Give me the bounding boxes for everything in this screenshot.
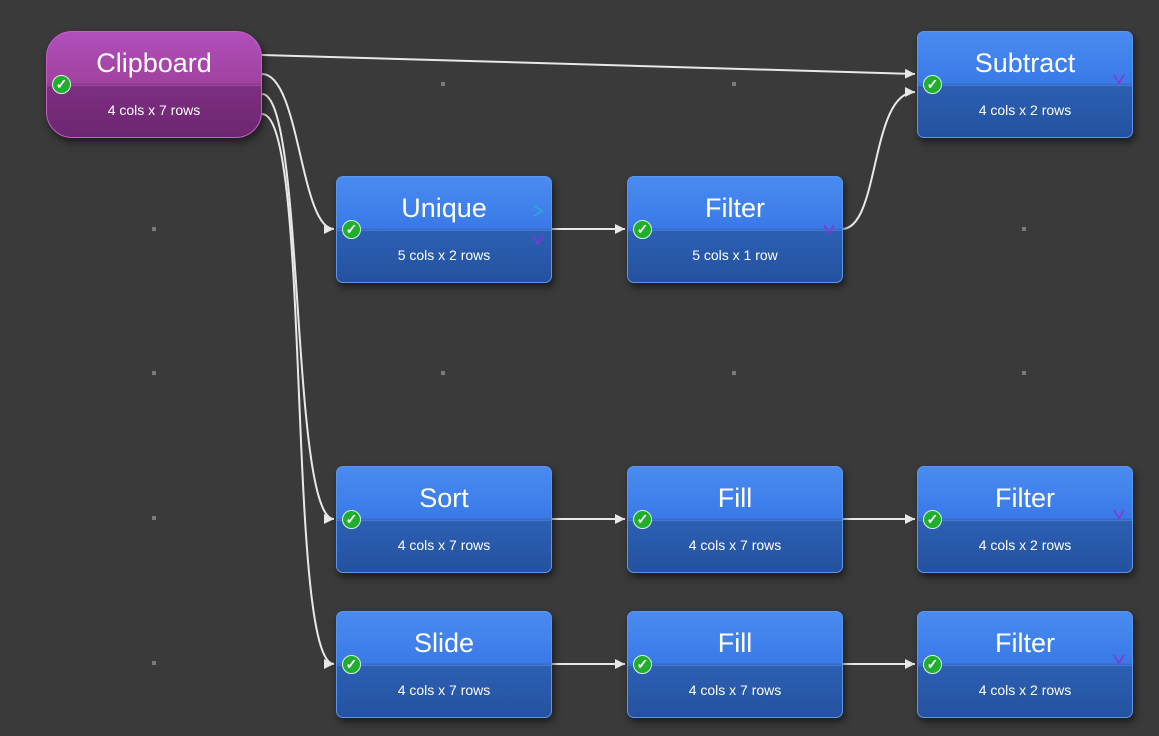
grid-dot (732, 82, 736, 86)
node-dimensions: 4 cols x 7 rows (688, 537, 782, 553)
node-subtract[interactable]: Subtract 4 cols x 2 rows ✓ (917, 31, 1133, 138)
node-dimensions: 4 cols x 7 rows (688, 682, 782, 698)
secondary-output-port-icon[interactable] (533, 205, 545, 219)
grid-dot (441, 371, 445, 375)
node-title: Filter (995, 628, 1055, 658)
wire-clipboard-to-slide[interactable] (261, 113, 335, 669)
grid-dot (441, 82, 445, 86)
node-divider (337, 520, 551, 521)
grid-dot (1022, 371, 1026, 375)
grid-dot (152, 516, 156, 520)
node-dimensions: 4 cols x 7 rows (397, 537, 491, 553)
checkmark-circle-icon: ✓ (923, 510, 942, 529)
node-fill[interactable]: Fill 4 cols x 7 rows ✓ (627, 466, 843, 573)
node-title: Clipboard (96, 48, 212, 78)
checkmark-circle-icon: ✓ (342, 220, 361, 239)
checkmark-circle-icon: ✓ (923, 75, 942, 94)
output-port-icon[interactable] (1113, 74, 1127, 88)
node-title: Subtract (974, 48, 1076, 78)
node-divider (337, 230, 551, 231)
node-divider (628, 665, 842, 666)
checkmark-circle-icon: ✓ (633, 655, 652, 674)
checkmark-circle-icon: ✓ (923, 655, 942, 674)
node-dimensions: 5 cols x 2 rows (397, 247, 491, 263)
grid-dot (1022, 227, 1026, 231)
checkmark-circle-icon: ✓ (633, 220, 652, 239)
checkmark-circle-icon: ✓ (52, 75, 71, 94)
grid-dot (152, 227, 156, 231)
wire-clipboard-to-unique[interactable] (261, 73, 335, 234)
node-title: Filter (705, 193, 765, 223)
node-divider (918, 665, 1132, 666)
node-slide[interactable]: Slide 4 cols x 7 rows ✓ (336, 611, 552, 718)
wire-filter-to-subtract[interactable] (841, 87, 916, 230)
node-dimensions: 4 cols x 2 rows (978, 682, 1072, 698)
node-divider (47, 85, 261, 86)
node-divider (918, 85, 1132, 86)
node-divider (918, 520, 1132, 521)
node-sort[interactable]: Sort 4 cols x 7 rows ✓ (336, 466, 552, 573)
output-port-icon[interactable] (532, 235, 546, 249)
output-port-icon[interactable] (1113, 654, 1127, 668)
node-divider (628, 230, 842, 231)
node-filter[interactable]: Filter 4 cols x 2 rows ✓ (917, 466, 1133, 573)
checkmark-circle-icon: ✓ (342, 655, 361, 674)
node-dimensions: 4 cols x 2 rows (978, 102, 1072, 118)
wire-clipboard-to-subtract[interactable] (261, 54, 916, 79)
node-dimensions: 5 cols x 1 row (692, 247, 778, 263)
node-title: Sort (419, 483, 469, 513)
checkmark-circle-icon: ✓ (342, 510, 361, 529)
output-port-icon[interactable] (823, 224, 837, 238)
node-dimensions: 4 cols x 7 rows (107, 102, 201, 118)
output-port-icon[interactable] (1113, 509, 1127, 523)
node-title: Fill (717, 483, 753, 513)
node-title: Fill (717, 628, 753, 658)
node-clipboard[interactable]: Clipboard 4 cols x 7 rows ✓ (46, 31, 262, 138)
node-dimensions: 4 cols x 7 rows (397, 682, 491, 698)
node-filter[interactable]: Filter 5 cols x 1 row ✓ (627, 176, 843, 283)
grid-dot (152, 371, 156, 375)
node-title: Filter (995, 483, 1055, 513)
grid-dot (152, 661, 156, 665)
node-title: Slide (413, 628, 475, 658)
wire-clipboard-to-sort[interactable] (261, 93, 335, 524)
checkmark-circle-icon: ✓ (633, 510, 652, 529)
node-title: Unique (401, 193, 487, 223)
node-divider (628, 520, 842, 521)
grid-dot (732, 371, 736, 375)
node-dimensions: 4 cols x 2 rows (978, 537, 1072, 553)
node-unique[interactable]: Unique 5 cols x 2 rows ✓ (336, 176, 552, 283)
node-filter[interactable]: Filter 4 cols x 2 rows ✓ (917, 611, 1133, 718)
node-fill[interactable]: Fill 4 cols x 7 rows ✓ (627, 611, 843, 718)
node-divider (337, 665, 551, 666)
